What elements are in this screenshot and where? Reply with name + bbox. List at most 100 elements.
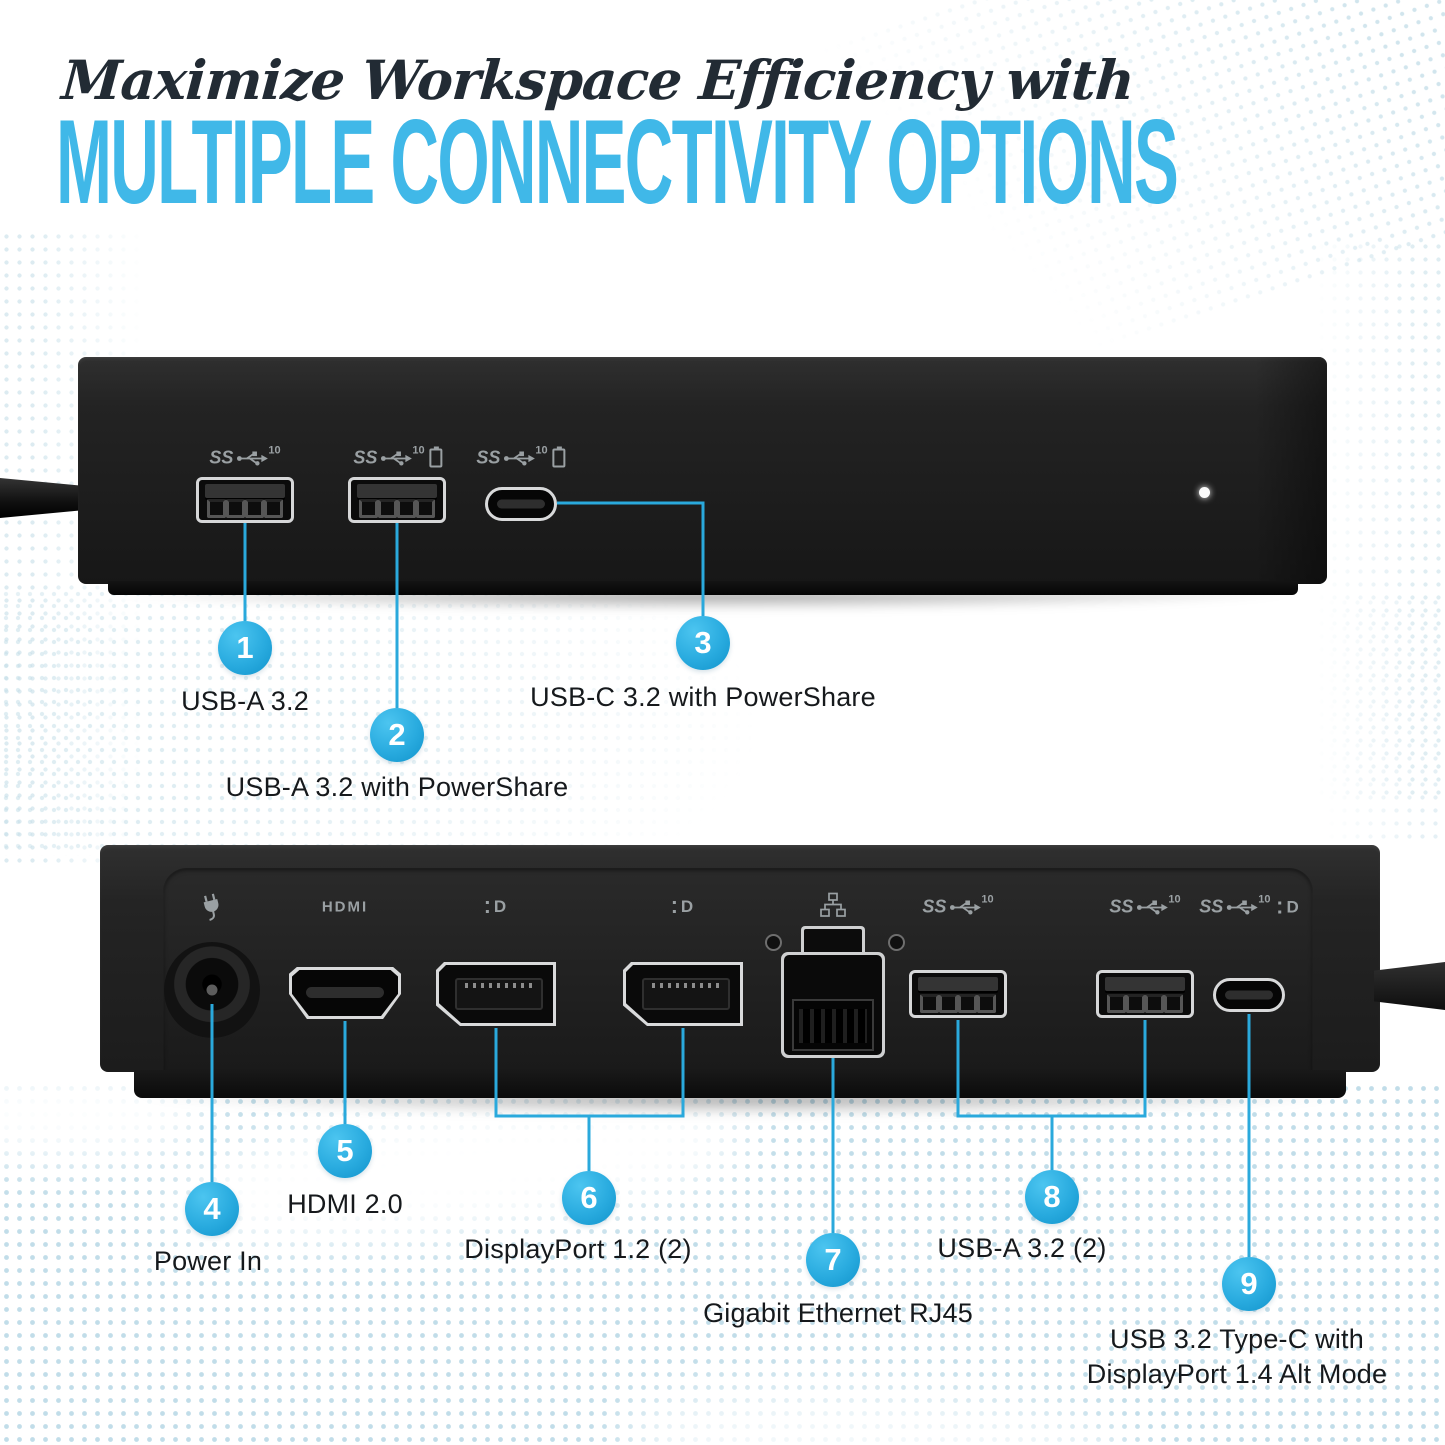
usb-a-tongue bbox=[357, 484, 437, 498]
usbc-ss10-powershare-marking: SS 10 bbox=[476, 444, 566, 469]
speed-label: 10 bbox=[268, 444, 281, 456]
dp-pins bbox=[465, 983, 535, 989]
usb-a-pins bbox=[919, 993, 997, 1013]
callout-number: 4 bbox=[203, 1191, 221, 1226]
usbc-ss10-dp-marking: SS 10 D bbox=[1199, 893, 1299, 918]
callout-label-3: USB-C 3.2 with PowerShare bbox=[530, 682, 876, 712]
callout-circle-2: 2 bbox=[370, 708, 424, 762]
usb-ss10-marking: SS 10 bbox=[1109, 893, 1180, 918]
callout-number: 9 bbox=[1240, 1266, 1258, 1301]
callout-label-9-line1: USB 3.2 Type-C with bbox=[1110, 1324, 1364, 1354]
usb-a-pins bbox=[206, 499, 284, 519]
back-dock-base bbox=[134, 1070, 1346, 1098]
callout-circle-6: 6 bbox=[562, 1171, 616, 1225]
rj45-mouth bbox=[792, 998, 874, 1051]
callout-number: 6 bbox=[580, 1180, 598, 1215]
callout-label-8: USB-A 3.2 (2) bbox=[937, 1233, 1107, 1263]
rj45-body bbox=[781, 952, 885, 1058]
usb-a-tongue bbox=[205, 484, 285, 498]
rj45-screw-left bbox=[765, 934, 782, 951]
displayport-marking: D bbox=[672, 897, 694, 917]
usb-c-port-front bbox=[485, 487, 557, 521]
callout-circle-3: 3 bbox=[676, 616, 730, 670]
displayport-2 bbox=[623, 962, 743, 1026]
callout-label-1: USB-A 3.2 bbox=[181, 686, 309, 716]
ethernet-rj45-port bbox=[779, 926, 887, 1058]
callout-number: 3 bbox=[694, 625, 712, 660]
dp-pins bbox=[652, 983, 722, 989]
callout-label-2: USB-A 3.2 with PowerShare bbox=[225, 772, 569, 802]
headline-main: MULTIPLE CONNECTIVITY OPTIONS bbox=[56, 95, 1179, 229]
dp-logo-dots bbox=[1278, 901, 1282, 913]
dp-logo-letter: D bbox=[493, 897, 507, 916]
callout-circle-7: 7 bbox=[806, 1233, 860, 1287]
usb-ss10-marking: SS 10 bbox=[922, 893, 993, 918]
speed-label: 10 bbox=[412, 444, 425, 456]
usb-a-port-4 bbox=[1096, 970, 1194, 1018]
callout-number: 7 bbox=[824, 1242, 842, 1277]
callout-number: 1 bbox=[236, 630, 254, 665]
dp-inner bbox=[439, 965, 553, 1023]
front-dock-shadow bbox=[95, 592, 1310, 612]
front-dock-base bbox=[108, 581, 1298, 595]
dp-logo-dots bbox=[485, 901, 489, 913]
speed-label: 10 bbox=[535, 444, 548, 456]
callout-label-9: USB 3.2 Type-C with DisplayPort 1.4 Alt … bbox=[1087, 1322, 1387, 1392]
usb-trident-icon bbox=[380, 451, 412, 465]
usb-c-port-back bbox=[1213, 978, 1285, 1012]
rj45-screw-right bbox=[888, 934, 905, 951]
hdmi-port bbox=[289, 967, 401, 1019]
dp-inner bbox=[626, 965, 740, 1023]
ethernet-icon bbox=[820, 892, 846, 917]
dp-tongue bbox=[454, 977, 543, 1010]
callout-circle-4: 4 bbox=[185, 1182, 239, 1236]
callout-label-5: HDMI 2.0 bbox=[287, 1189, 403, 1219]
white-wave-swoosh bbox=[616, 1372, 1144, 1445]
usb-trident-icon bbox=[1226, 900, 1258, 914]
callout-label-4: Power In bbox=[153, 1246, 263, 1276]
ss-label: SS bbox=[353, 447, 378, 468]
halftone-dots-right-edge bbox=[1315, 240, 1445, 800]
usb-trident-icon bbox=[236, 451, 268, 465]
dp-tongue bbox=[641, 977, 730, 1010]
battery-icon bbox=[429, 448, 443, 468]
usb-trident-icon bbox=[503, 451, 535, 465]
callout-circle-1: 1 bbox=[218, 621, 272, 675]
power-led bbox=[1199, 487, 1210, 498]
callout-circle-9: 9 bbox=[1222, 1257, 1276, 1311]
speed-label: 10 bbox=[1258, 893, 1271, 905]
usb-c-slot bbox=[496, 499, 546, 509]
halftone-dots-middle-right bbox=[1325, 596, 1445, 846]
power-pin bbox=[206, 984, 218, 996]
dp-logo-letter: D bbox=[680, 897, 694, 916]
callout-circle-8: 8 bbox=[1025, 1170, 1079, 1224]
ss-label: SS bbox=[476, 447, 501, 468]
usb-trident-icon bbox=[1136, 900, 1168, 914]
dp-logo-letter: D bbox=[1286, 897, 1299, 916]
ss-label: SS bbox=[209, 447, 234, 468]
power-in-port bbox=[164, 942, 260, 1038]
usb-a-port-3 bbox=[909, 970, 1007, 1018]
callout-number: 8 bbox=[1043, 1179, 1061, 1214]
speed-label: 10 bbox=[981, 893, 994, 905]
ss-label: SS bbox=[922, 896, 947, 917]
hdmi-label: HDMI bbox=[321, 898, 369, 916]
usb-a-port-2 bbox=[348, 477, 446, 523]
dp-logo-dots bbox=[672, 901, 676, 913]
callout-label-7: Gigabit Ethernet RJ45 bbox=[703, 1298, 973, 1328]
callout-circle-5: 5 bbox=[318, 1124, 372, 1178]
rj45-teeth bbox=[799, 1009, 867, 1043]
callout-label-6: DisplayPort 1.2 (2) bbox=[464, 1234, 692, 1264]
speed-label: 10 bbox=[1168, 893, 1181, 905]
usb-a-pins bbox=[358, 499, 436, 519]
power-plug-icon bbox=[203, 893, 219, 921]
callout-number: 2 bbox=[388, 717, 406, 752]
usb-a-port-1 bbox=[196, 477, 294, 523]
ss-label: SS bbox=[1199, 896, 1224, 917]
displayport-1 bbox=[436, 962, 556, 1026]
usb-c-slot bbox=[1224, 990, 1274, 1000]
usb-a-tongue bbox=[918, 977, 998, 992]
usb-a-tongue bbox=[1105, 977, 1185, 992]
dock-front-view bbox=[78, 357, 1327, 584]
